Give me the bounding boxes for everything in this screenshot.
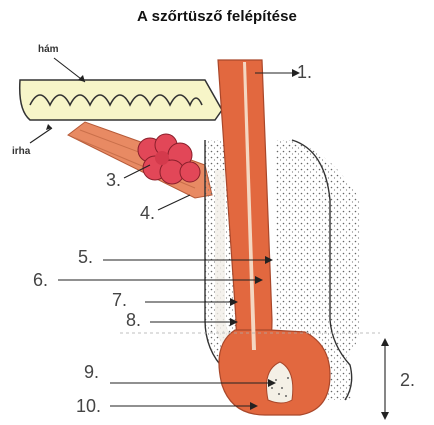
label-4: 4. bbox=[140, 203, 155, 224]
label-8: 8. bbox=[126, 310, 141, 331]
label-irha-line bbox=[30, 128, 52, 143]
sebaceous-gland bbox=[138, 134, 200, 184]
label-7: 7. bbox=[112, 290, 127, 311]
label-3: 3. bbox=[106, 170, 121, 191]
label-2: 2. bbox=[400, 370, 415, 391]
label-5: 5. bbox=[78, 247, 93, 268]
label-9: 9. bbox=[84, 362, 99, 383]
label-10: 10. bbox=[76, 396, 101, 417]
label-4-line bbox=[158, 195, 190, 210]
label-ham: hám bbox=[38, 44, 59, 55]
label-6: 6. bbox=[33, 270, 48, 291]
epidermis-layer bbox=[20, 80, 222, 120]
label-1: 1. bbox=[297, 62, 312, 83]
label-irha: irha bbox=[12, 146, 30, 157]
